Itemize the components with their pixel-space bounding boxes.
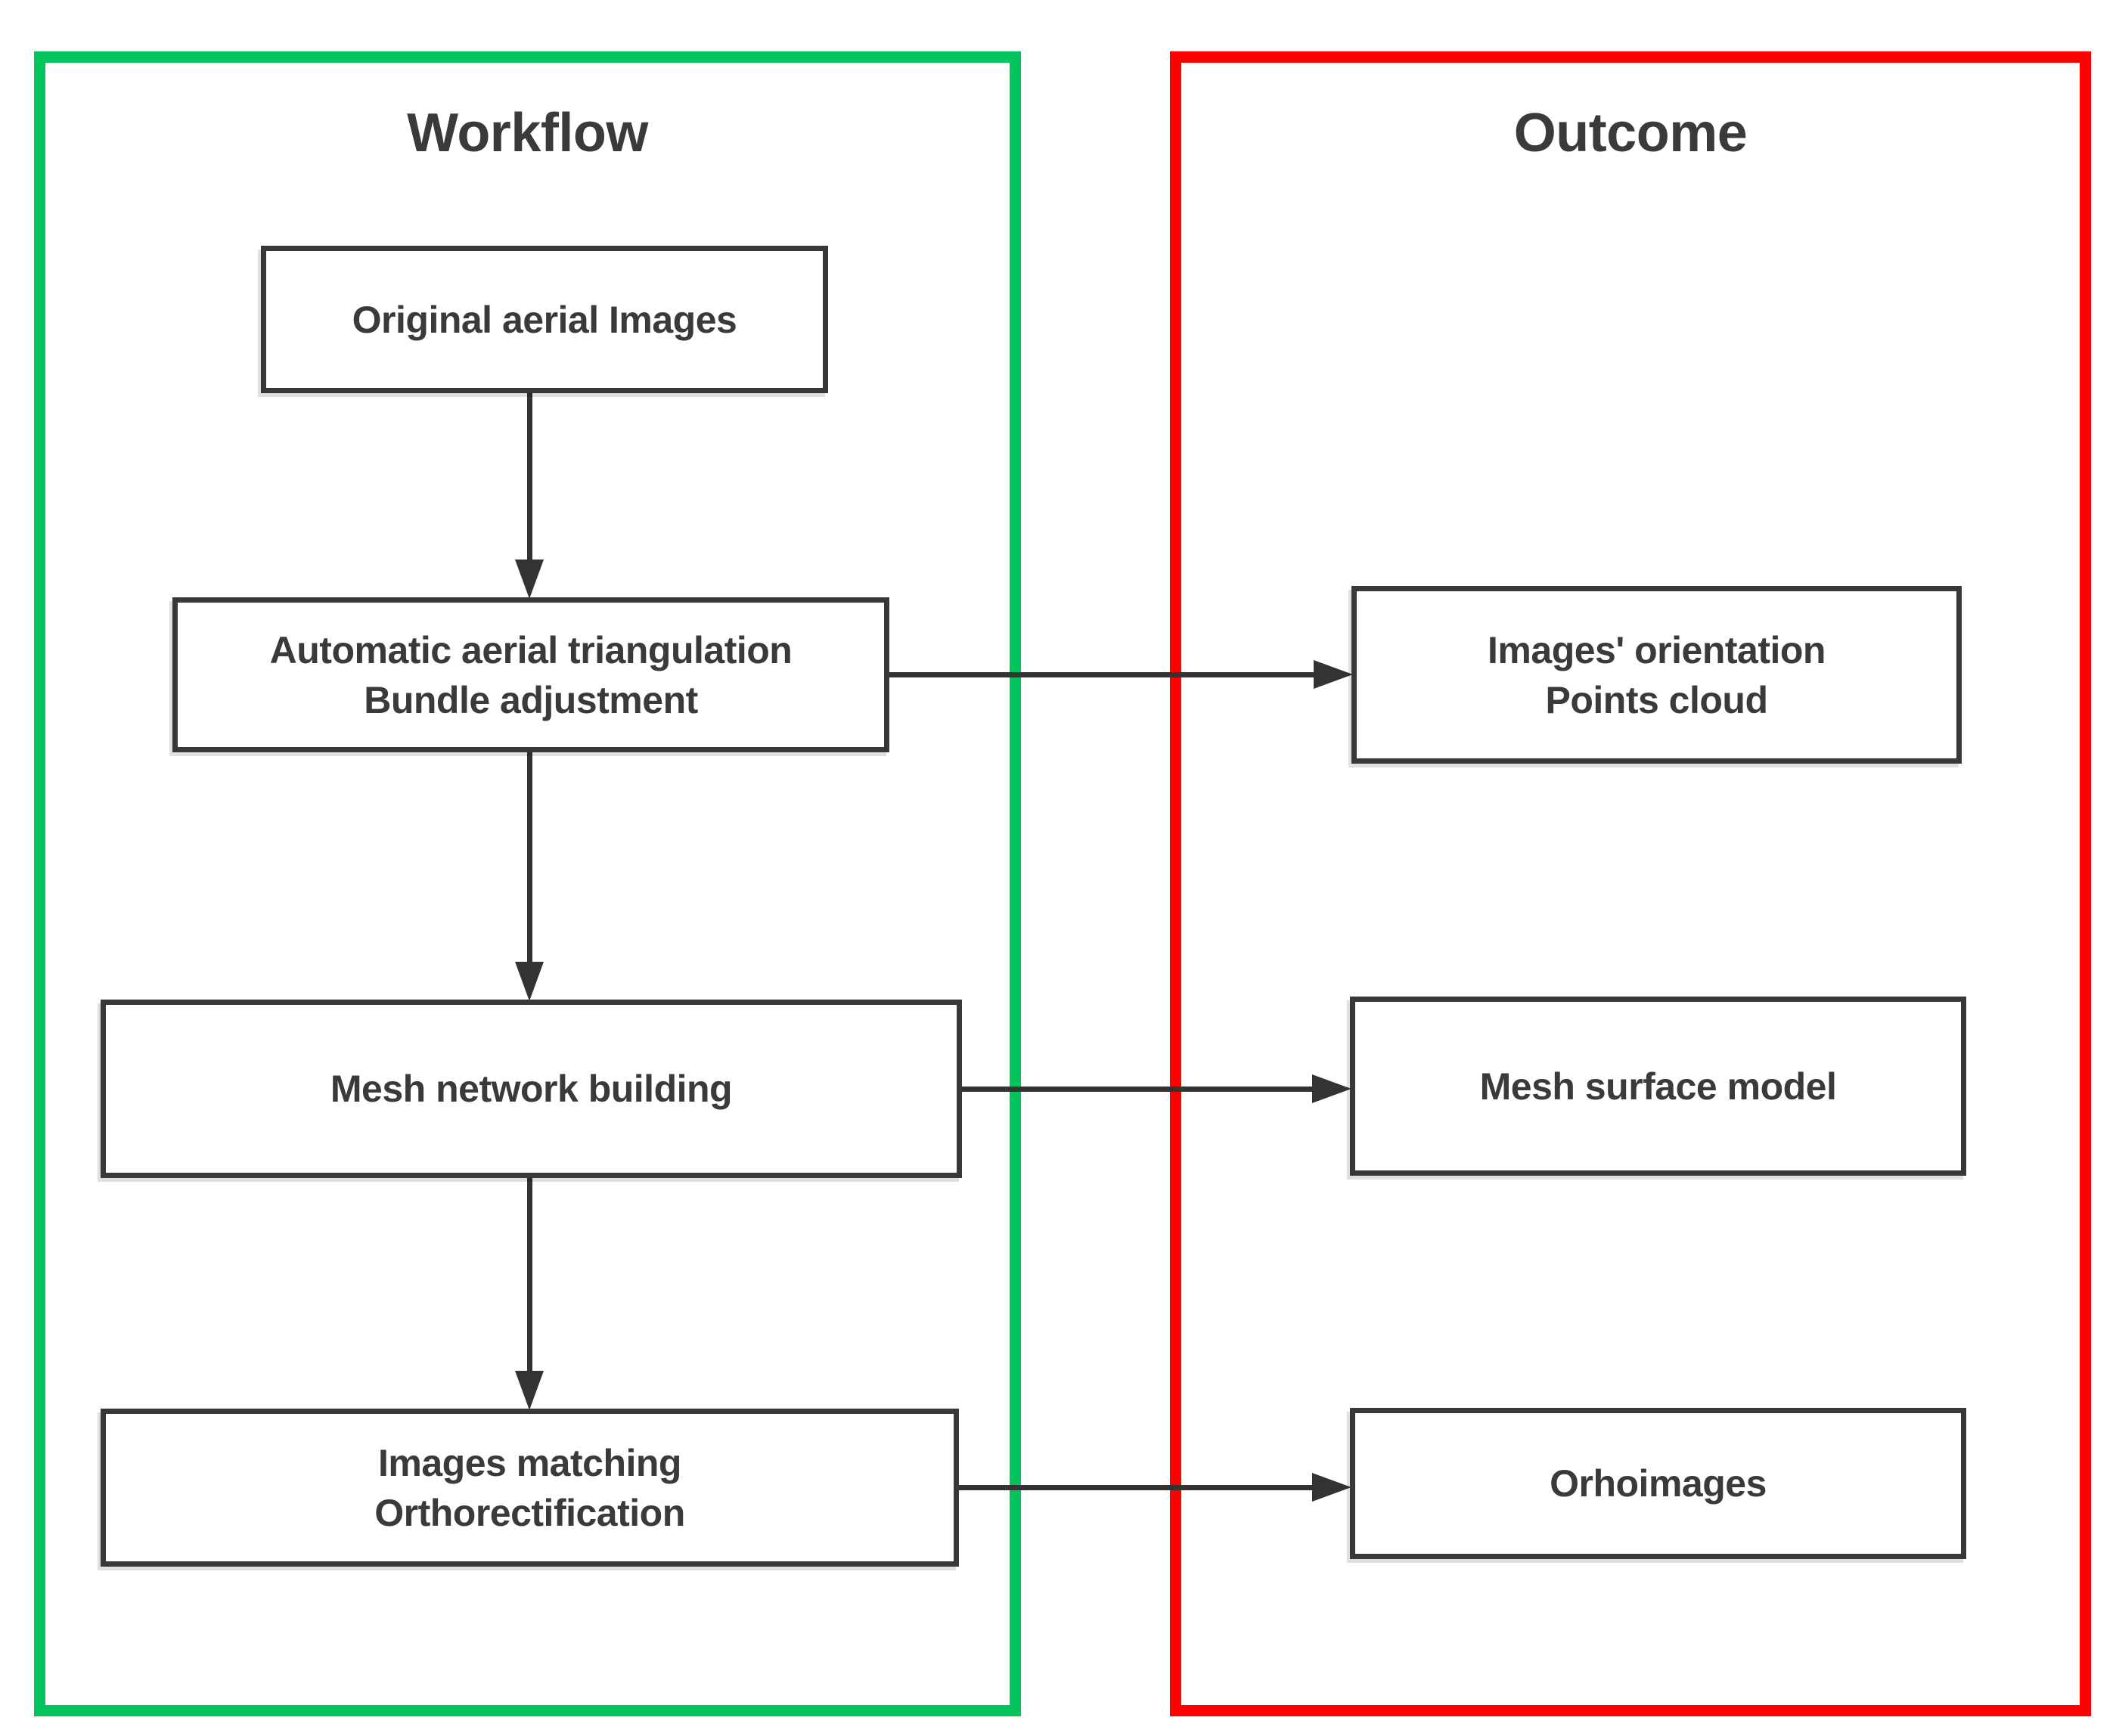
arrowhead-right-icon (1312, 1473, 1351, 1502)
arrow-triangulation-to-orientation (889, 672, 1315, 677)
arrowhead-right-icon (1314, 660, 1353, 689)
arrow-original-to-triangulation (527, 393, 532, 561)
arrow-triangulation-to-mesh (527, 752, 532, 963)
workflow-panel-title: Workflow (407, 103, 648, 163)
node-label-line: Mesh surface model (1479, 1065, 1837, 1108)
arrowhead-down-icon (515, 962, 544, 1001)
outcome-panel: Outcome (1170, 51, 2091, 1716)
node-images-orientation: Images' orientation Points cloud (1351, 586, 1962, 764)
node-label-line: Orhoimages (1550, 1462, 1767, 1505)
node-orhoimages: Orhoimages (1350, 1408, 1966, 1559)
node-label-line: Original aerial Images (352, 298, 737, 341)
node-images-matching: Images matching Orthorectification (101, 1409, 959, 1567)
node-label-line: Images matching (378, 1441, 681, 1484)
node-original-aerial-images: Original aerial Images (261, 246, 828, 393)
node-label-line: Bundle adjustment (364, 678, 698, 721)
workflow-panel: Workflow (34, 51, 1021, 1716)
node-automatic-aerial-triangulation: Automatic aerial triangulation Bundle ad… (172, 597, 889, 752)
node-label-line: Points cloud (1545, 678, 1769, 721)
node-label-line: Mesh network building (330, 1068, 733, 1110)
outcome-panel-title: Outcome (1513, 103, 1748, 163)
arrowhead-down-icon (515, 1371, 544, 1410)
arrow-mesh-to-surface-model (956, 1087, 1314, 1092)
node-mesh-surface-model: Mesh surface model (1350, 997, 1966, 1176)
node-label-line: Images' orientation (1488, 628, 1826, 671)
node-mesh-network-building: Mesh network building (101, 1000, 962, 1178)
arrow-matching-to-orhoimages (956, 1485, 1314, 1490)
node-label-line: Orthorectification (374, 1491, 685, 1534)
arrow-mesh-to-matching (527, 1178, 532, 1372)
arrowhead-down-icon (515, 560, 544, 599)
node-label-line: Automatic aerial triangulation (269, 628, 793, 671)
arrowhead-right-icon (1312, 1074, 1351, 1103)
